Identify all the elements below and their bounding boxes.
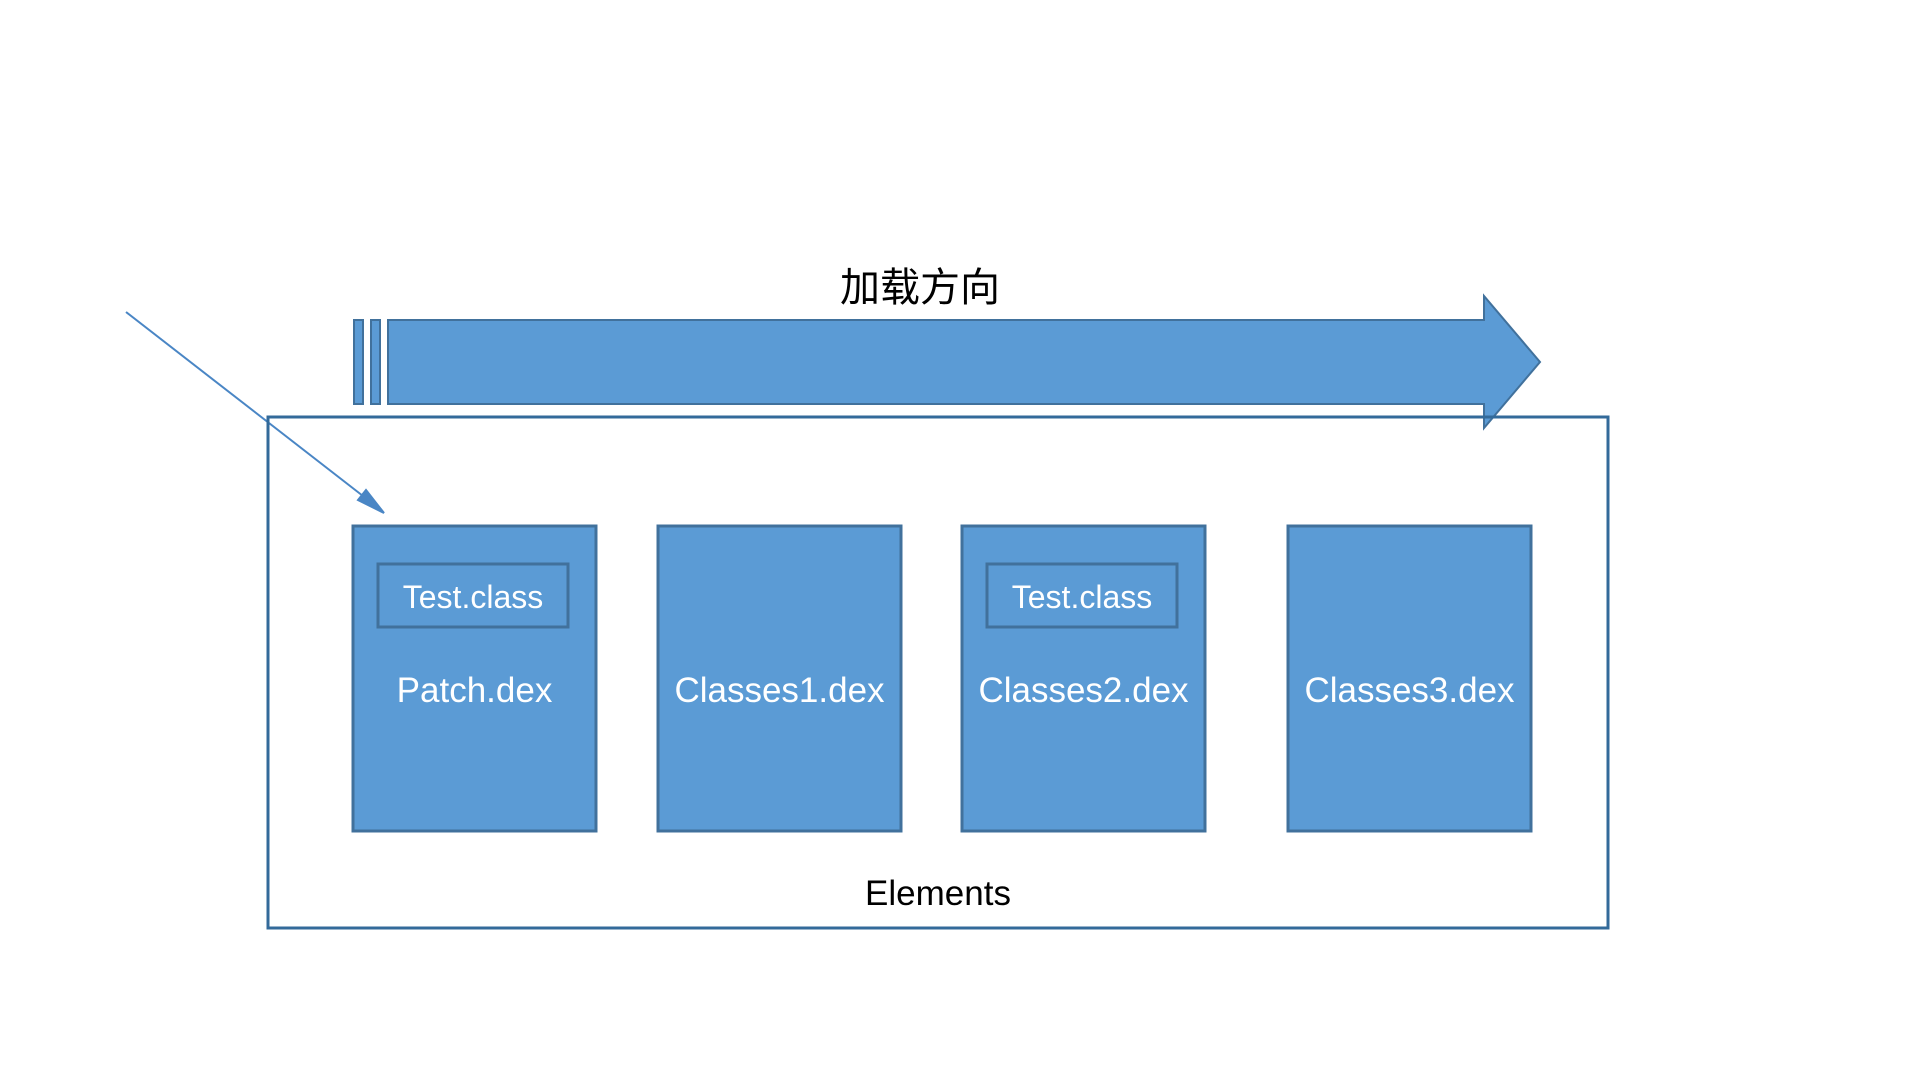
dex-box-classes3-dex[interactable] xyxy=(1286,524,1533,833)
dex-box-rect xyxy=(656,524,903,833)
dex-box-label-classes1-dex: Classes1.dex xyxy=(674,671,885,710)
arrow-body xyxy=(387,293,1542,431)
arrow-tail-stripe-1 xyxy=(353,319,364,405)
pointer-arrow-head xyxy=(356,488,385,514)
test-class-box xyxy=(376,562,570,629)
test-class-label-patch: Test.class xyxy=(402,579,544,615)
elements-container xyxy=(266,415,1610,930)
patch-pointer-arrow xyxy=(125,311,385,514)
dex-box-patch-dex[interactable] xyxy=(351,524,598,833)
arrow-tail-stripe-2 xyxy=(370,319,381,405)
dex-box-label-classes2-dex: Classes2.dex xyxy=(978,671,1189,710)
dex-box-classes1-dex[interactable] xyxy=(656,524,903,833)
loading-direction-title: 加载方向 xyxy=(840,266,1000,310)
elements-container-label: Elements xyxy=(865,874,1011,913)
dex-box-label-patch-dex: Patch.dex xyxy=(396,671,553,710)
test-class-box xyxy=(985,562,1179,629)
dex-box-classes2-dex[interactable] xyxy=(960,524,1207,833)
pointer-arrow-line xyxy=(125,311,373,504)
dex-box-rect xyxy=(1286,524,1533,833)
dex-box-label-classes3-dex: Classes3.dex xyxy=(1304,671,1515,710)
test-class-label-classes2: Test.class xyxy=(1011,579,1153,615)
loading-direction-arrow xyxy=(353,293,1542,431)
